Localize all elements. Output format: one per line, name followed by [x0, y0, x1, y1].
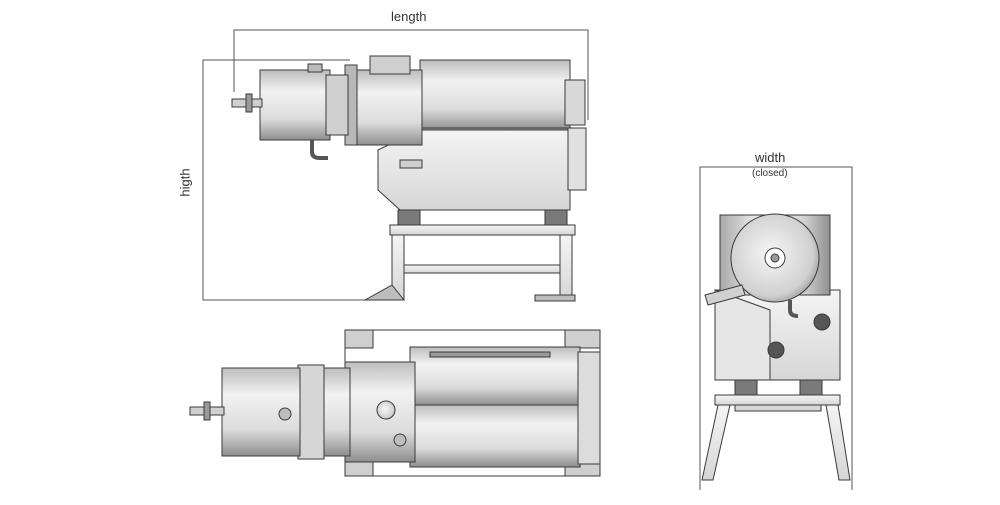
side-main-drum	[419, 59, 571, 131]
width-label: width	[755, 150, 786, 165]
end-elevation-view	[701, 213, 851, 481]
dimension-lines	[202, 29, 853, 490]
plan-drum-lower	[409, 404, 581, 468]
length-dimension-line	[233, 29, 589, 120]
width-closed-note: (closed)	[752, 168, 788, 179]
side-elevation-view	[231, 55, 587, 302]
length-label: length	[391, 9, 427, 24]
width-dimension-line	[699, 166, 853, 490]
side-stand	[363, 224, 576, 302]
side-motor	[259, 69, 331, 141]
height-dimension-line	[202, 59, 400, 301]
height-label: higth	[177, 168, 193, 197]
top-plan-view	[189, 329, 601, 477]
